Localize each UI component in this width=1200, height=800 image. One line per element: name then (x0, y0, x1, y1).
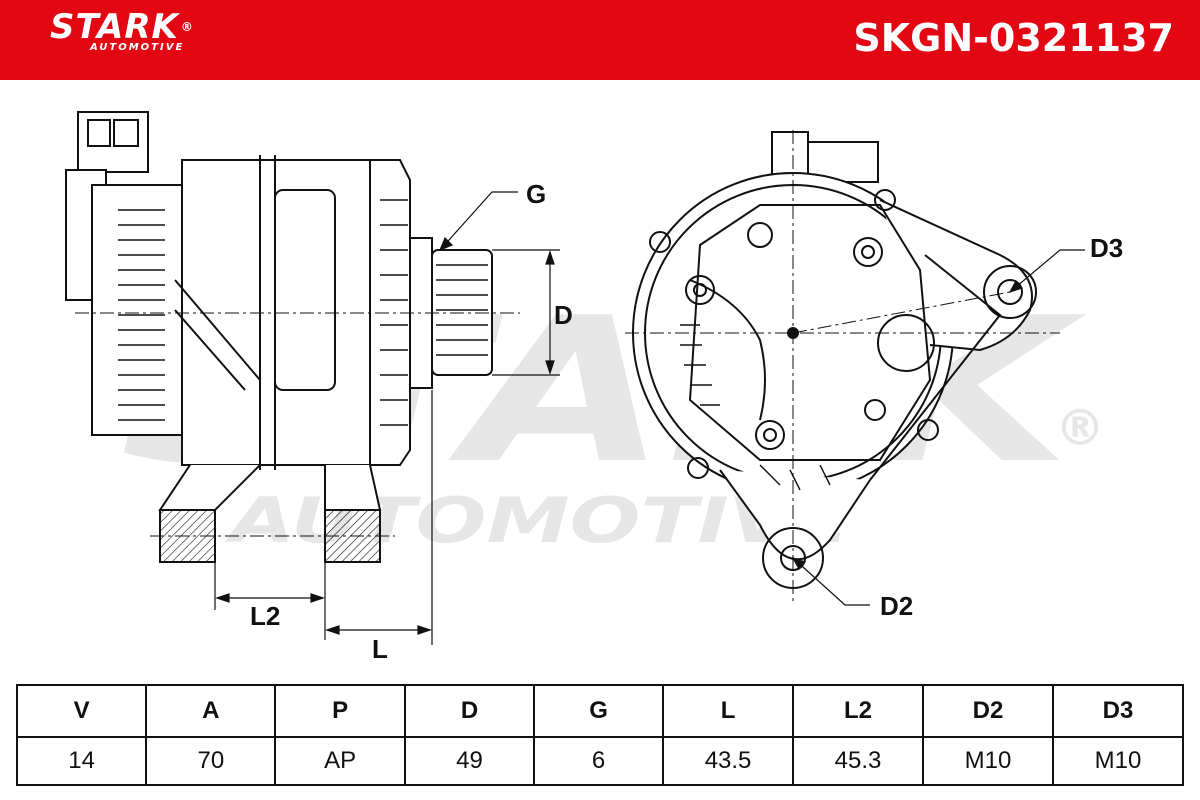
spec-header-cell: D2 (922, 684, 1054, 738)
spec-value-cell: 49 (403, 736, 536, 786)
spec-header-cell: P (274, 684, 406, 738)
dimension-lines-front (791, 249, 1085, 606)
brand-registered-mark: ® (180, 20, 194, 34)
spec-table: V A P D G L L2 D2 D3 14 70 AP 49 6 43.5 … (15, 684, 1185, 786)
spec-value-cell: 45.3 (792, 736, 924, 786)
spec-value-cell: M10 (1051, 736, 1185, 786)
spec-value-cell: 70 (145, 736, 277, 786)
label-d2: D2 (880, 591, 913, 621)
spec-header-cell: G (533, 684, 665, 738)
technical-drawing: STARK AUTOMOTIVE ® (65, 111, 1123, 664)
label-l2: L2 (250, 601, 280, 631)
spec-header-cell: D3 (1051, 684, 1185, 738)
header-bar: STARK® AUTOMOTIVE SKGN-0321137 (0, 0, 1200, 80)
spec-header-cell: D (403, 684, 536, 738)
brand-logo: STARK® AUTOMOTIVE (50, 8, 194, 53)
spec-header-cell: L2 (792, 684, 924, 738)
front-view-centerlines (625, 130, 1060, 605)
spec-value-cell: AP (274, 736, 406, 786)
spec-header-cell: L (662, 684, 795, 738)
spec-value-row: 14 70 AP 49 6 43.5 45.3 M10 M10 (15, 736, 1185, 786)
dimension-lines-side (214, 191, 560, 645)
label-d3: D3 (1090, 233, 1123, 263)
spec-value-cell: 14 (15, 736, 148, 786)
label-g: G (526, 179, 546, 209)
spec-value-cell: M10 (922, 736, 1054, 786)
brand-subtitle: AUTOMOTIVE (90, 42, 185, 53)
watermark-reg: ® (1055, 399, 1105, 457)
spec-header-cell: V (15, 684, 148, 738)
brand-name: STARK (50, 7, 179, 47)
label-l: L (372, 634, 388, 664)
label-d: D (554, 300, 573, 330)
part-number: SKGN-0321137 (853, 16, 1174, 60)
spec-value-cell: 43.5 (662, 736, 795, 786)
spec-header-cell: A (145, 684, 277, 738)
side-view-centerlines (75, 312, 520, 537)
spec-header-row: V A P D G L L2 D2 D3 (15, 684, 1185, 738)
spec-value-cell: 6 (533, 736, 665, 786)
